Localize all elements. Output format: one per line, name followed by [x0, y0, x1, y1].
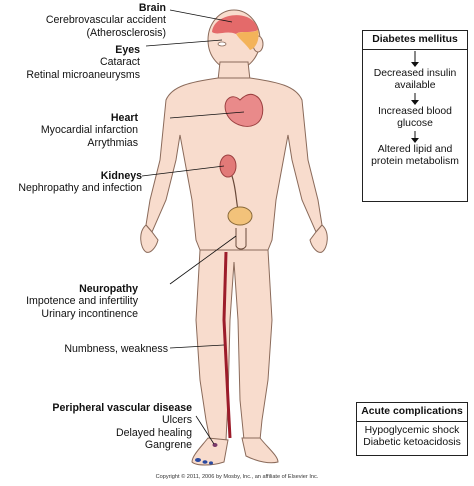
- leader-lines: [141, 9, 245, 445]
- label-peripheral-vascular: Peripheral vascular disease Ulcers Delay…: [52, 402, 192, 452]
- toenails: [195, 458, 213, 465]
- brain-organ: [212, 15, 259, 50]
- step-altered-metabolism: Altered lipid and protein metabolism: [371, 144, 459, 167]
- label-neuropathy: Neuropathy Impotence and infertility Uri…: [26, 283, 138, 320]
- diabetes-mellitus-box: Diabetes mellitus Decreased insulin avai…: [362, 30, 468, 202]
- label-kidneys: Kidneys Nephropathy and infection: [18, 170, 142, 195]
- label-brain: Brain Cerebrovascular accident (Atherosc…: [45, 2, 166, 39]
- foot-ulcer: [212, 443, 218, 447]
- label-heart: Heart Myocardial infarction Arrythmias: [40, 112, 138, 149]
- acute-box-title: Acute complications: [357, 403, 467, 422]
- arrow-down-icon: [411, 93, 419, 105]
- genital-outline: [235, 228, 247, 250]
- acute-line-hypoglycemic: Hypoglycemic shock: [364, 425, 460, 436]
- label-numbness: Numbness, weakness: [64, 343, 168, 355]
- step-increased-glucose: Increased blood glucose: [378, 106, 452, 129]
- label-eyes: Eyes Cataract Retinal microaneurysms: [26, 44, 140, 81]
- acute-complications-box: Acute complications Hypoglycemic shock D…: [356, 402, 468, 456]
- bladder-organ: [227, 206, 253, 226]
- heart-organ: [224, 93, 264, 127]
- acute-line-ketoacidosis: Diabetic ketoacidosis: [363, 437, 461, 448]
- step-decreased-insulin: Decreased insulin available: [373, 68, 457, 91]
- diabetes-box-title: Diabetes mellitus: [363, 31, 467, 50]
- leg-vessel: [222, 251, 232, 439]
- arrow-down-icon: [411, 131, 419, 143]
- copyright-text: Copyright © 2011, 2006 by Mosby, Inc., a…: [155, 474, 319, 480]
- kidney-organ: [219, 154, 237, 178]
- eye-mark: [217, 41, 227, 47]
- arrow-down-icon: [411, 51, 419, 67]
